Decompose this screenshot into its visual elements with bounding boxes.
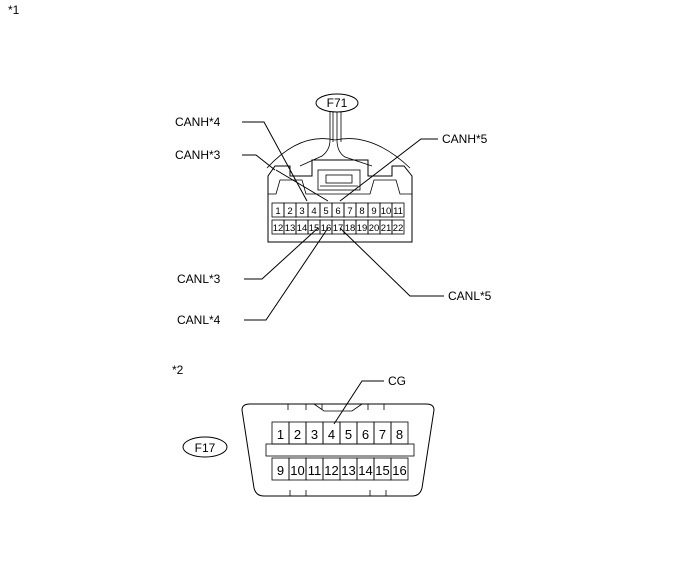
pin-number: 14: [358, 463, 372, 478]
f17-housing: [241, 403, 435, 497]
pin-number: 13: [285, 223, 296, 234]
pin-cell: [391, 202, 405, 218]
f17-bottom-ridge: [289, 490, 387, 496]
cg-label: CG: [388, 374, 406, 388]
f17-separator: [265, 443, 415, 457]
pin-cell: [391, 219, 405, 235]
f71-wire: [336, 112, 373, 167]
pin-number: 16: [321, 223, 332, 234]
canl4-leader: [244, 227, 329, 321]
pin-number: 13: [341, 463, 355, 478]
f71-housing-ridge: [268, 179, 412, 195]
pin-number: 18: [345, 223, 356, 234]
pin-number: 15: [309, 223, 320, 234]
f17-key-ridge: [287, 403, 385, 412]
canl5-leader: [339, 227, 444, 297]
pin-number: 17: [333, 223, 344, 234]
pin-number: 5: [323, 206, 328, 217]
canh5-leader: [339, 138, 438, 202]
pin-number: 10: [381, 206, 392, 217]
pin-number: 3: [299, 206, 304, 217]
figure-mark-2: *2: [172, 363, 184, 377]
pin-number: 7: [379, 427, 386, 442]
pin-number: 10: [290, 463, 304, 478]
canl3-leader: [244, 227, 319, 280]
pin-number: 21: [381, 223, 392, 234]
canl3-label: CANL*3: [177, 272, 221, 286]
pin-number: 4: [328, 427, 335, 442]
f71-wire: [299, 112, 331, 167]
pin-number: 8: [359, 206, 364, 217]
f71-latch: [317, 169, 361, 191]
pin-number: 3: [311, 427, 318, 442]
f17-id-label: F17: [195, 441, 216, 455]
figure-mark-1: *1: [8, 3, 20, 17]
pin-number: 20: [369, 223, 380, 234]
pin-number: 11: [308, 463, 322, 478]
pin-number: 4: [311, 206, 316, 217]
canh3-leader: [242, 154, 276, 171]
pin-number: 5: [345, 427, 352, 442]
pin-number: 8: [396, 427, 403, 442]
f71-harness-outline: [266, 138, 411, 169]
canh4-label: CANH*4: [175, 115, 221, 129]
canh3-leader: [275, 169, 329, 202]
f71-callout-lines: [242, 121, 444, 321]
canh4-leader: [242, 121, 308, 202]
f71-housing: [267, 159, 413, 243]
canh5-label: CANH*5: [442, 132, 488, 146]
pin-number: 9: [277, 463, 284, 478]
pin-cell: [390, 457, 409, 481]
pin-number: 22: [393, 223, 404, 234]
canl5-label: CANL*5: [448, 289, 492, 303]
cg-leader: [333, 380, 384, 425]
pin-number: 1: [275, 206, 280, 217]
pin-number: 16: [392, 463, 406, 478]
pin-number: 1: [277, 427, 284, 442]
pin-number: 2: [287, 206, 292, 217]
pin-number: 6: [335, 206, 340, 217]
pin-number: 11: [393, 206, 403, 217]
pin-number: 12: [273, 223, 284, 234]
pin-cell: [390, 421, 409, 445]
pin-number: 6: [362, 427, 369, 442]
f71-latch-window: [325, 174, 353, 184]
pin-number: 7: [347, 206, 352, 217]
pin-number: 15: [375, 463, 389, 478]
pin-number: 2: [294, 427, 301, 442]
canh3-label: CANH*3: [175, 148, 221, 162]
pin-number: 12: [324, 463, 338, 478]
canl4-label: CANL*4: [177, 313, 221, 327]
pin-number: 14: [297, 223, 308, 234]
f17-id-oval: [182, 436, 228, 458]
f71-id-label: F71: [327, 96, 348, 110]
pin-number: 19: [357, 223, 368, 234]
pin-number: 9: [371, 206, 376, 217]
